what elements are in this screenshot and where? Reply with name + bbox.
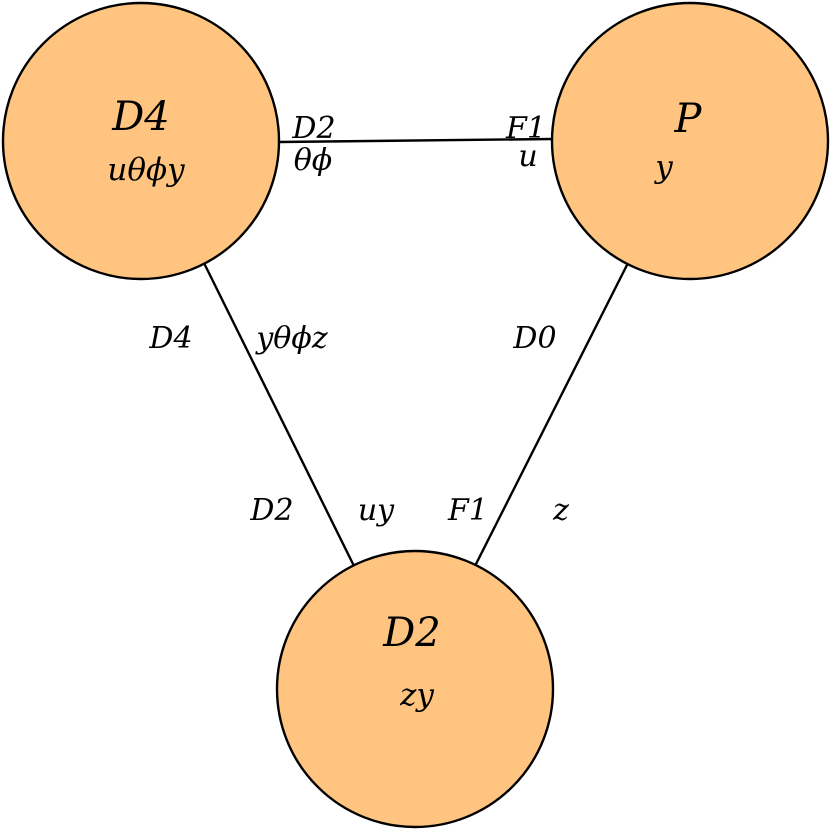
edge-left-bottom-name: D2 <box>249 493 293 528</box>
edge-top-left-vars: θϕ <box>294 143 333 178</box>
node-bottom-name: D2 <box>382 610 441 656</box>
edge-right-top-name: D0 <box>512 321 556 356</box>
node-right-name: P <box>674 96 703 142</box>
node-bottom: D2 zy <box>275 549 555 829</box>
node-bottom-circle <box>275 549 555 829</box>
edge-left <box>202 262 356 567</box>
node-left-name: D4 <box>111 94 170 140</box>
edge-right-bottom-vars: z <box>552 493 569 528</box>
edge-top <box>278 137 554 144</box>
edge-top-left-name: D2 <box>291 111 335 146</box>
edge-top-right-vars: u <box>518 139 537 174</box>
edge-right <box>473 262 630 567</box>
edge-left-bottom-vars: uy <box>358 493 395 528</box>
node-left-fields: uθϕy <box>107 152 185 188</box>
edge-left-top-vars: yθϕz <box>254 321 327 356</box>
node-bottom-fields: zy <box>399 677 434 713</box>
node-right: P y <box>550 1 830 281</box>
node-left: D4 uθϕy <box>1 1 281 281</box>
node-right-circle <box>550 1 830 281</box>
node-left-circle <box>1 1 281 281</box>
edge-right-bottom-name: F1 <box>447 493 488 528</box>
edge-left-top-name: D4 <box>148 321 192 356</box>
edge-top-right-name: F1 <box>505 111 546 146</box>
node-right-fields: y <box>653 149 673 185</box>
